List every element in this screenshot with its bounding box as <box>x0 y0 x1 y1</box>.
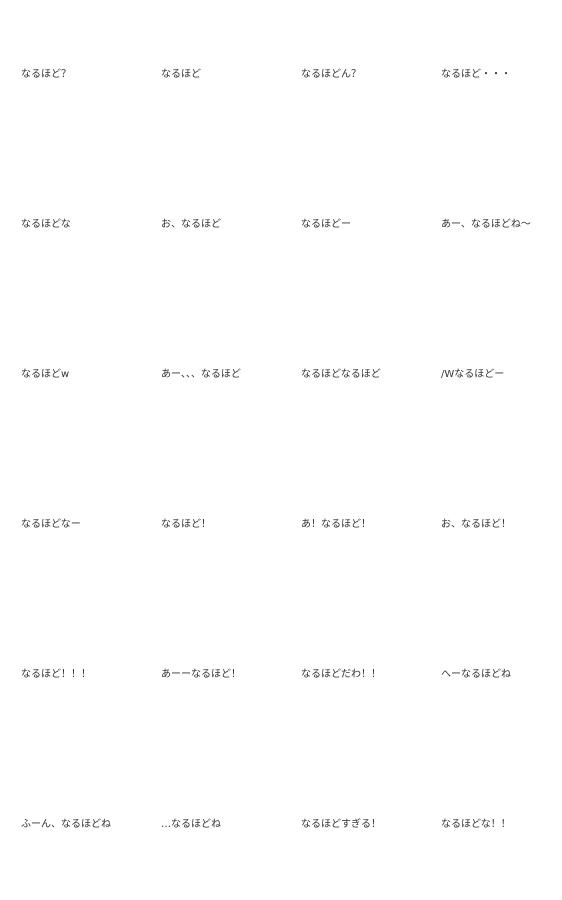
sticker-cell[interactable]: なるほど！ <box>140 450 280 600</box>
sticker-label: なるほど・・・ <box>441 69 511 80</box>
sticker-label: なるほどん？ <box>301 69 361 80</box>
sticker-cell[interactable]: お、なるほど <box>140 150 280 300</box>
sticker-label: /Wなるほどー <box>441 369 505 380</box>
sticker-label: …なるほどね <box>161 819 221 830</box>
sticker-cell[interactable]: お、なるほど！ <box>420 450 560 600</box>
sticker-label: あー、なるほどね〜 <box>441 219 531 230</box>
sticker-cell[interactable]: なるほどw <box>0 300 140 450</box>
sticker-label: なるほどなー <box>21 519 81 530</box>
sticker-label: なるほどなるほど <box>301 369 381 380</box>
sticker-cell[interactable]: なるほどすぎる！ <box>280 750 420 900</box>
sticker-cell[interactable]: ふーん、なるほどね <box>0 750 140 900</box>
sticker-cell[interactable]: なるほど <box>140 0 280 150</box>
sticker-label: あー、、、なるほど <box>161 369 241 380</box>
sticker-cell[interactable]: あー、、、なるほど <box>140 300 280 450</box>
sticker-label: へーなるほどね <box>441 669 511 680</box>
sticker-label: なるほどな <box>21 219 71 230</box>
sticker-cell[interactable]: なるほどなるほど <box>280 300 420 450</box>
sticker-label: あーーなるほど！ <box>161 669 241 680</box>
sticker-label: なるほど？ <box>21 69 71 80</box>
sticker-cell[interactable]: なるほどだわ！！ <box>280 600 420 750</box>
sticker-label: ふーん、なるほどね <box>21 819 111 830</box>
sticker-cell[interactable]: あーーなるほど！ <box>140 600 280 750</box>
sticker-label: お、なるほど！ <box>441 519 511 530</box>
sticker-cell[interactable]: なるほど・・・ <box>420 0 560 150</box>
sticker-cell[interactable]: /Wなるほどー <box>420 300 560 450</box>
sticker-cell[interactable]: なるほどなー <box>0 450 140 600</box>
sticker-label: なるほどー <box>301 219 351 230</box>
sticker-cell[interactable]: なるほどな！！ <box>420 750 560 900</box>
sticker-label: なるほどな！！ <box>441 819 511 830</box>
sticker-cell[interactable]: なるほどん？ <box>280 0 420 150</box>
sticker-cell[interactable]: なるほどな <box>0 150 140 300</box>
sticker-cell[interactable]: …なるほどね <box>140 750 280 900</box>
sticker-cell[interactable]: あー、なるほどね〜 <box>420 150 560 300</box>
sticker-label: なるほどw <box>21 369 70 380</box>
sticker-label: なるほど！！！ <box>21 669 91 680</box>
sticker-label: あ！なるほど！ <box>301 519 371 530</box>
sticker-label: なるほどだわ！！ <box>301 669 381 680</box>
sticker-label: なるほどすぎる！ <box>301 819 381 830</box>
sticker-label: なるほど <box>161 69 201 80</box>
sticker-cell[interactable]: へーなるほどね <box>420 600 560 750</box>
sticker-label: お、なるほど <box>161 219 221 230</box>
sticker-cell[interactable]: なるほどー <box>280 150 420 300</box>
sticker-label: なるほど！ <box>161 519 211 530</box>
sticker-cell[interactable]: なるほど？ <box>0 0 140 150</box>
sticker-cell[interactable]: あ！なるほど！ <box>280 450 420 600</box>
sticker-cell[interactable]: なるほど！！！ <box>0 600 140 750</box>
